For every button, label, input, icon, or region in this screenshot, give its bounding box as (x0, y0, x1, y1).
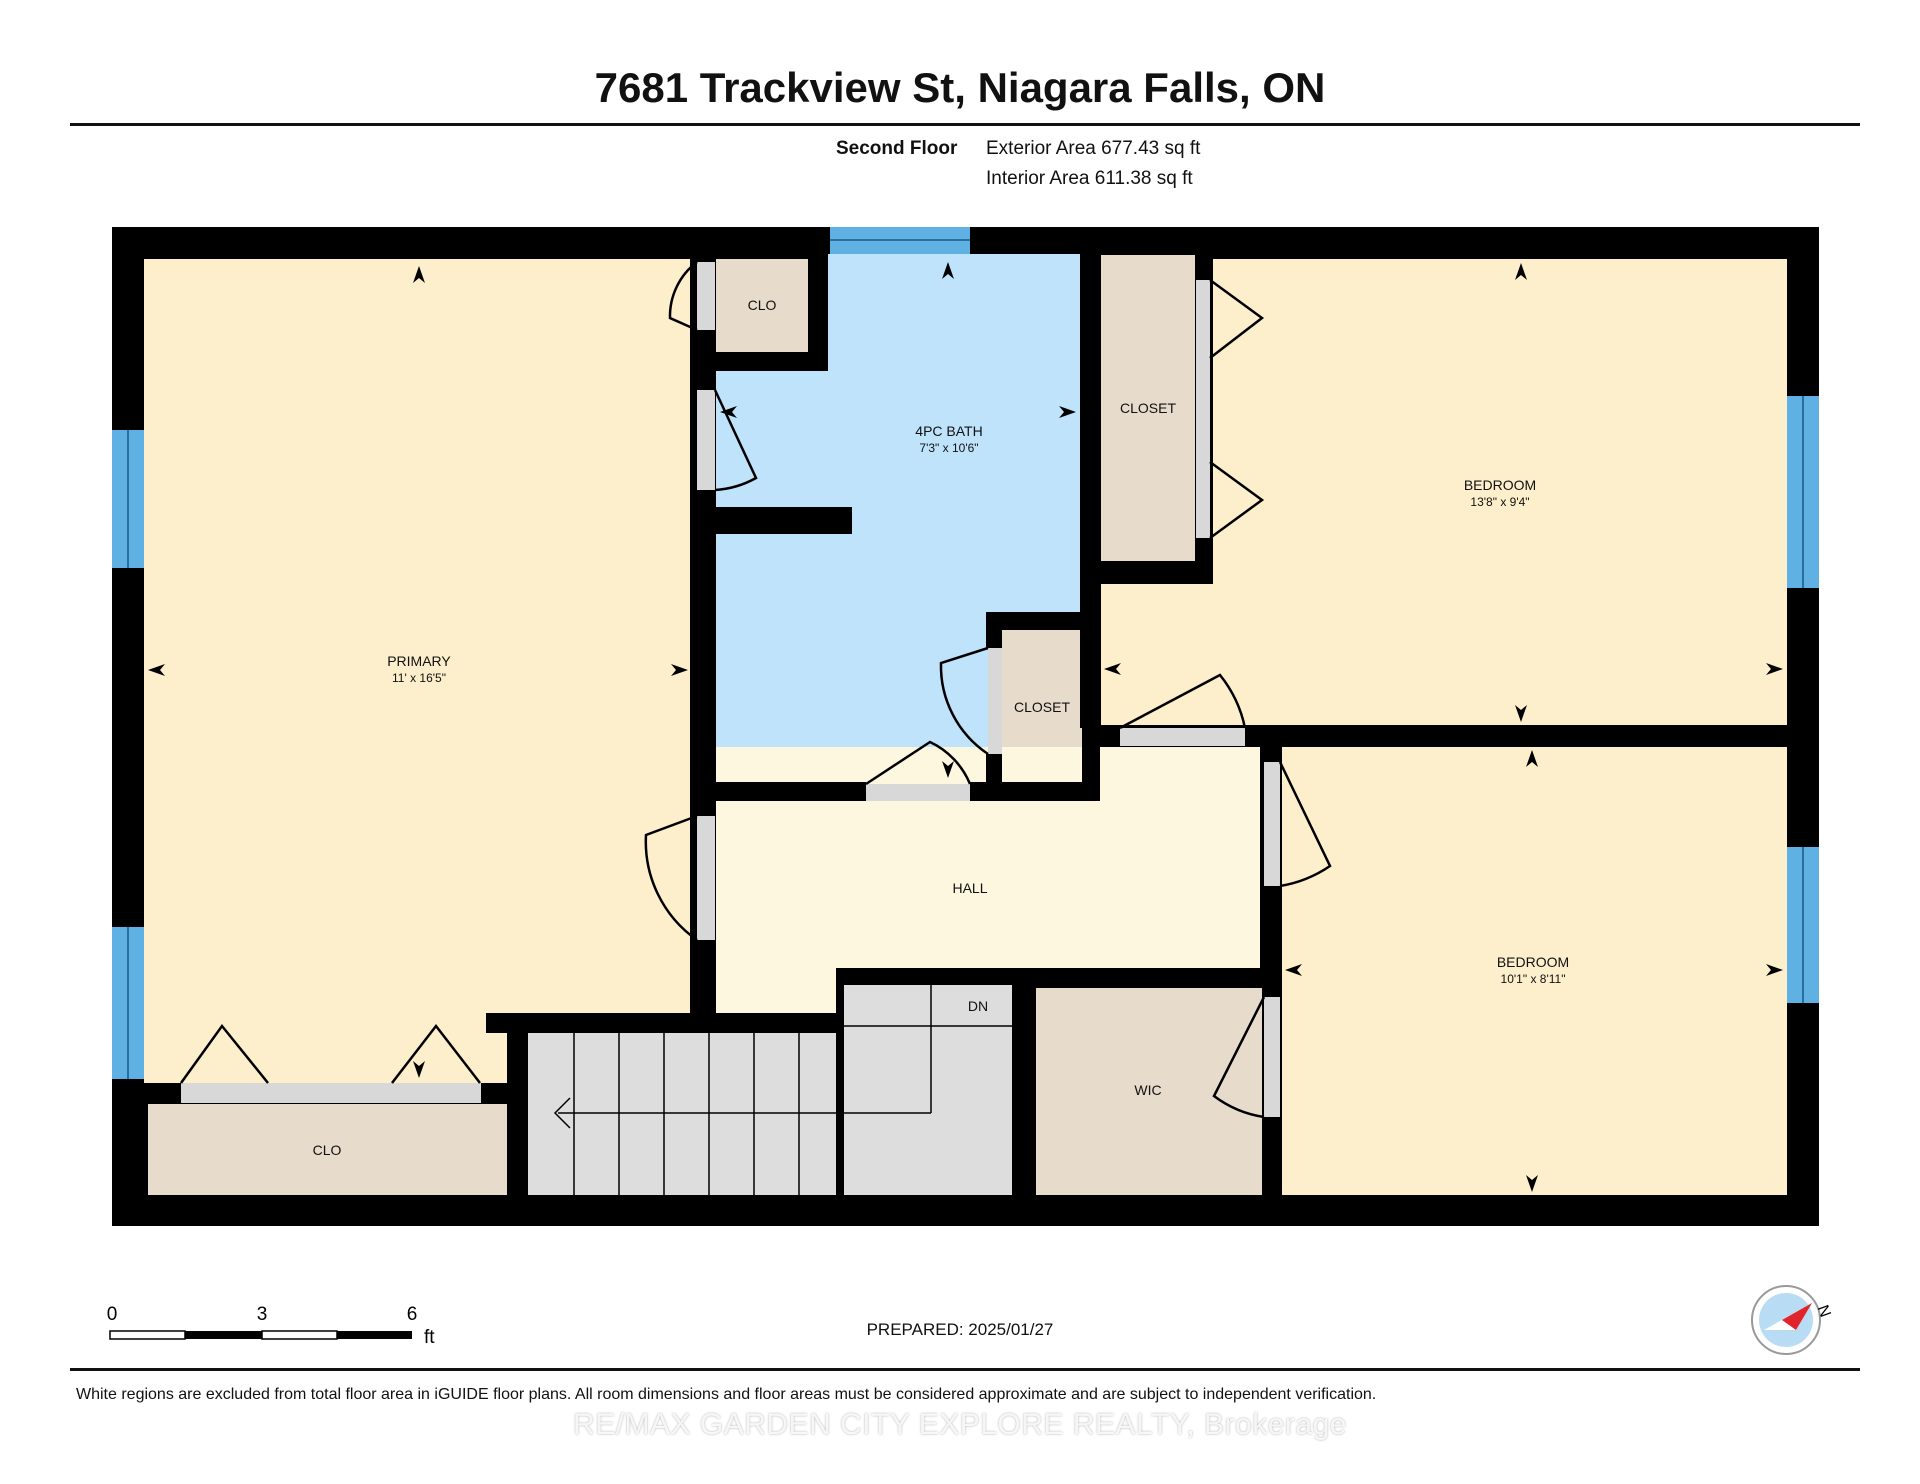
bath-dims: 7'3" x 10'6" (919, 441, 978, 455)
wic-label: WIC (1134, 1082, 1161, 1098)
closet-top-label: CLOSET (1120, 400, 1176, 416)
closet-bath-label: CLOSET (1014, 699, 1070, 715)
hall-label: HALL (952, 880, 987, 896)
disclaimer-text: White regions are excluded from total fl… (76, 1386, 1377, 1403)
scale-unit: ft (424, 1327, 435, 1348)
primary-dims: 11' x 16'5" (392, 671, 446, 685)
scale-label-3: 3 (257, 1304, 268, 1325)
scale-label-0: 0 (107, 1304, 118, 1325)
room-clo-top (716, 259, 808, 352)
bedroom-2-dims: 10'1" x 8'11" (1501, 972, 1566, 986)
windows (112, 227, 1819, 1079)
footer-rule (70, 1368, 1860, 1371)
room-wic (1036, 988, 1262, 1195)
stairs-label: DN (968, 998, 988, 1014)
brokerage-watermark: RE/MAX GARDEN CITY EXPLORE REALTY, Broke… (573, 1408, 1347, 1441)
exterior-area: Exterior Area 677.43 sq ft (986, 138, 1201, 159)
bedroom-2-label: BEDROOM (1497, 954, 1569, 970)
room-bedroom-2 (1282, 747, 1787, 1195)
room-clo-bottom (148, 1104, 507, 1195)
scale-bar: 0 3 6 ft (107, 1304, 436, 1348)
bath-label: 4PC BATH (915, 423, 982, 439)
plan-title: 7681 Trackview St, Niagara Falls, ON (594, 64, 1326, 111)
prepared-date: PREPARED: 2025/01/27 (866, 1320, 1054, 1339)
floor-label: Second Floor (836, 138, 958, 159)
stairs (528, 1033, 836, 1195)
dimension-arrows (148, 262, 1783, 1192)
interior-area: Interior Area 611.38 sq ft (986, 168, 1193, 189)
interior-walls (144, 227, 1819, 1195)
header-rule (70, 123, 1860, 126)
stair-treads (553, 985, 1012, 1195)
scale-label-6: 6 (407, 1304, 418, 1325)
bedroom-1-label: BEDROOM (1464, 477, 1536, 493)
door-openings (181, 262, 1280, 1117)
door-swings (179, 261, 1332, 1119)
primary-label: PRIMARY (387, 653, 451, 669)
bedroom-1-dims: 13'8" x 9'4" (1470, 495, 1529, 509)
clo-bottom-label: CLO (313, 1142, 342, 1158)
room-bedroom-1 (1213, 259, 1787, 725)
room-primary (144, 259, 690, 1083)
room-closet-top (1101, 255, 1195, 561)
compass-label: N (1814, 1303, 1834, 1320)
compass-icon: N (1751, 1285, 1834, 1355)
clo-top-label: CLO (748, 297, 777, 313)
